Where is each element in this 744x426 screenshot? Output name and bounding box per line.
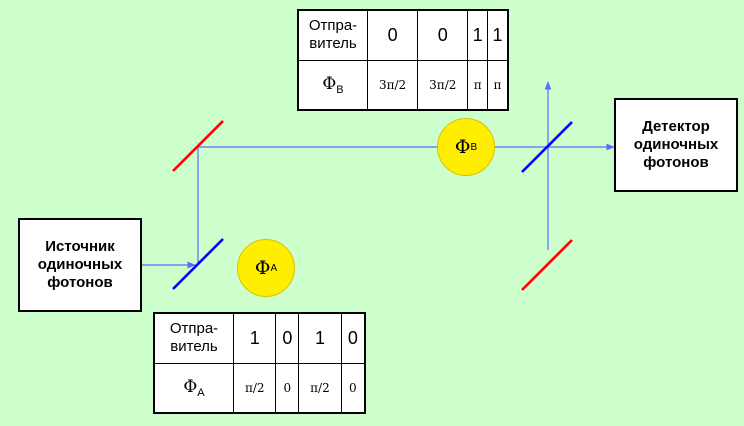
table-b-header: Отпра- витель — [297, 9, 368, 61]
modulator-b-symbol: Φ — [454, 136, 471, 158]
table-a-phase-symbol: Φ — [183, 376, 198, 397]
table-a-header: Отпра- витель — [153, 312, 234, 364]
phase-table-b: Отпра- витель 0 0 1 1 ΦB 3π/2 3π/2 π π — [297, 9, 509, 111]
table-b-bit: 0 — [366, 9, 419, 61]
table-a-bit: 0 — [275, 312, 300, 364]
beam-splitter-right — [521, 121, 573, 173]
table-a-bit: 1 — [232, 312, 277, 364]
table-b-phase-label: ΦB — [297, 59, 368, 111]
table-b-phase: π — [467, 59, 488, 111]
table-a-phase-label: ΦA — [153, 362, 234, 414]
modulator-b-sub: B — [470, 141, 478, 153]
mirror-top-left — [172, 120, 224, 172]
table-b-phase-sub: B — [336, 83, 344, 96]
table-b-bit: 0 — [417, 9, 469, 61]
table-a-phase: π/2 — [232, 362, 277, 414]
photon-detector: Детектор одиночных фотонов — [614, 98, 738, 192]
table-a-phase: π/2 — [298, 362, 342, 414]
table-b-phase: 3π/2 — [417, 59, 469, 111]
beam-splitter-left — [172, 238, 224, 290]
table-b-bit: 1 — [467, 9, 488, 61]
modulator-a-symbol: Φ — [254, 257, 271, 279]
table-a-phase: 0 — [275, 362, 300, 414]
table-b-phase: 3π/2 — [366, 59, 419, 111]
modulator-a-sub: A — [270, 262, 278, 274]
table-b-phase-symbol: Φ — [322, 73, 337, 94]
table-a-phase: 0 — [340, 362, 366, 414]
mirror-bottom-right — [521, 239, 573, 291]
table-a-bit: 0 — [340, 312, 366, 364]
photon-source: Источник одиночных фотонов — [18, 218, 142, 312]
table-b-phase: π — [486, 59, 509, 111]
table-a-bit: 1 — [298, 312, 342, 364]
phase-table-a: Отпра- витель 1 0 1 0 ΦA π/2 0 π/2 0 — [153, 312, 366, 414]
table-b-bit: 1 — [486, 9, 509, 61]
table-a-phase-sub: A — [197, 386, 205, 399]
